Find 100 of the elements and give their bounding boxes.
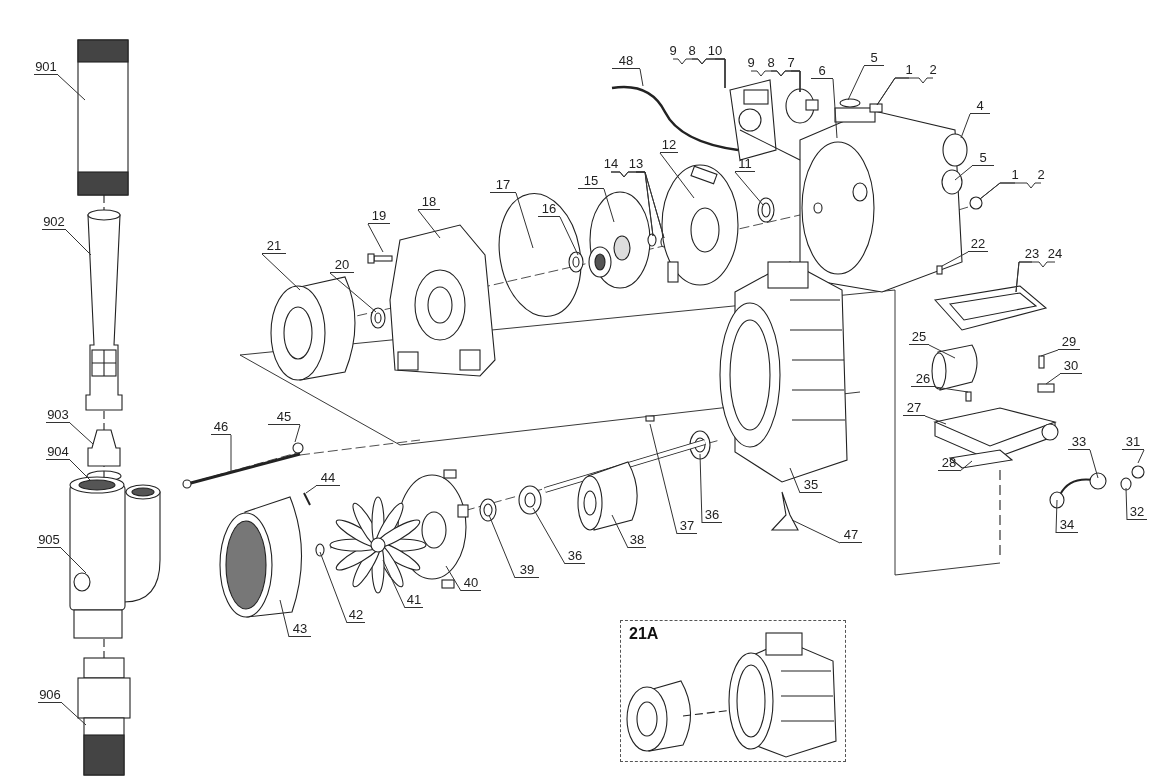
leader-line [934,386,969,393]
callout-number: 23 [1023,246,1041,262]
callout-number: 31 [1122,434,1144,450]
callout-number: 36 [565,548,585,564]
leader-line [791,519,841,544]
leader-line [559,216,579,256]
callout-number: 12 [660,137,678,153]
callout-number: 903 [46,407,70,423]
leader-line [979,182,1042,200]
callout-number: 43 [289,621,311,637]
leader-line [635,171,665,239]
leader-line [1040,349,1059,357]
callout-number: 34 [1056,517,1078,533]
callout-number: 906 [38,687,62,703]
leader-line [959,460,973,472]
leader-line [57,74,86,101]
leader-line [1015,261,1056,293]
leader-line [65,229,92,256]
leader-line [649,423,678,535]
callout-number: 9 [744,55,758,71]
callout-number: 1 [1008,167,1022,183]
callout-number: 35 [800,477,822,493]
callout-number: 30 [1060,358,1082,374]
callout-number: 14 [602,156,620,172]
callout-number: 9 [665,43,681,59]
callout-number: 17 [490,177,516,193]
leader-line [960,113,971,139]
callout-number: 48 [612,53,640,69]
leader-line [261,253,301,291]
callout-number: 13 [627,156,645,172]
leader-line [1045,373,1061,385]
leader-line [69,422,94,445]
callout-number: 7 [784,55,798,71]
callout-number: 37 [677,518,697,534]
leader-line [734,171,764,206]
leader-line [1125,487,1128,521]
callout-number: 1 [902,62,916,78]
callout-number: 904 [46,444,70,460]
leader-line [941,251,969,267]
callout-number: 4 [970,98,990,114]
callout-number: 11 [735,156,755,172]
callout-number: 2 [926,62,940,78]
callout-number: 15 [578,173,604,189]
callout-number: 902 [42,214,66,230]
leader-line [329,272,377,313]
callout-number: 10 [705,43,725,59]
callout-number: 5 [864,50,884,66]
leader-line [279,599,290,638]
inset-heading: 21A [629,625,659,643]
callout-number: 41 [405,592,423,608]
leader-line [790,70,801,93]
leader-line [294,424,301,443]
leader-line [789,467,801,494]
leader-line [60,547,87,574]
leader-line [515,192,534,249]
callout-number: 19 [368,208,390,224]
leader-line [699,453,703,524]
leader-line [639,68,644,87]
leader-line [445,565,462,592]
callout-number: 46 [211,419,231,435]
callout-number: 22 [968,236,988,252]
leader-line [847,65,865,101]
leader-line [1089,449,1099,479]
leader-line [954,165,973,181]
leader-line [417,209,441,239]
callout-number: 905 [37,532,61,548]
leader-line [924,415,947,425]
leader-line [611,514,629,549]
leader-line [714,58,726,89]
callout-number: 24 [1046,246,1064,262]
callout-number: 21 [262,238,286,254]
callout-number: 44 [316,470,340,486]
leader-line [1055,499,1058,534]
callout-number: 16 [538,201,560,217]
callout-number: 29 [1058,334,1080,350]
leader-line [488,514,516,579]
callout-number: 26 [911,371,935,387]
callout-number: 45 [268,409,300,425]
leader-line [928,344,956,359]
leader-line [69,459,92,482]
leader-line [305,485,317,494]
callout-number: 39 [515,562,539,578]
callout-number: 20 [330,257,354,273]
leader-line [603,188,615,223]
leader-line [319,551,348,624]
callout-number: 2 [1034,167,1048,183]
leader-line [532,507,566,565]
leader-line [382,559,406,609]
leader-line [876,77,934,106]
leader-line [367,223,384,253]
callout-number: 32 [1127,504,1147,520]
callout-number: 27 [903,400,925,416]
callout-number: 901 [34,59,58,75]
callout-number: 36 [702,507,722,523]
leader-line [1137,449,1145,464]
callout-number: 42 [347,607,365,623]
callout-number: 25 [909,329,929,345]
callout-number: 6 [811,63,833,79]
callout-number: 8 [764,55,778,71]
callout-number: 47 [840,527,862,543]
